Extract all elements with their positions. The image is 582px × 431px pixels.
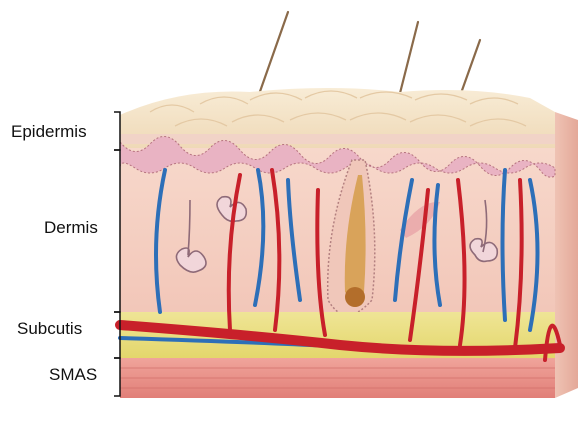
smas-bracket — [114, 358, 120, 396]
subcutis-bracket — [114, 312, 120, 358]
block-side-face — [555, 112, 578, 398]
smas-label: SMAS — [49, 366, 97, 383]
dermis-bracket — [114, 150, 120, 312]
epidermis-label: Epidermis — [11, 123, 87, 140]
dermis-label: Dermis — [44, 219, 98, 236]
layer-brackets — [114, 112, 120, 396]
epidermis-layer — [120, 88, 555, 148]
epidermis-bracket — [114, 112, 120, 150]
subcutis-label: Subcutis — [17, 320, 82, 337]
